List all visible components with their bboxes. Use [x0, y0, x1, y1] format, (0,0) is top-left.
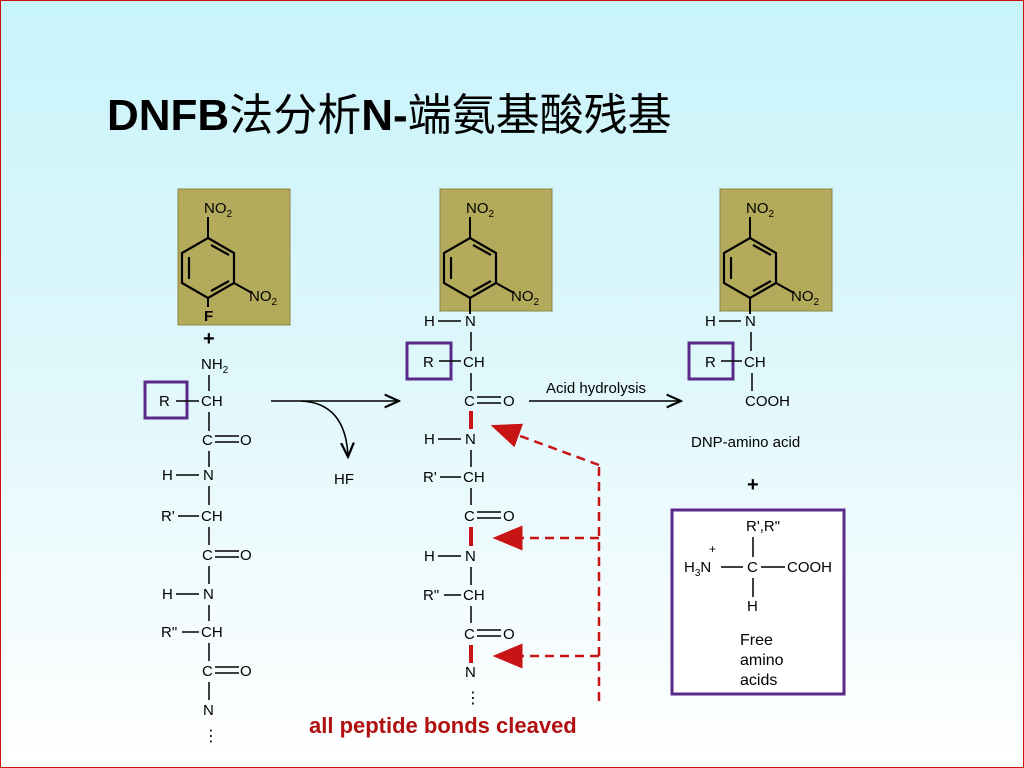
carbonyl-c: C — [464, 626, 475, 643]
dnp-amino-acid-label: DNP-amino acid — [691, 434, 800, 451]
carbonyl-o: O — [240, 432, 252, 449]
no2-top-label: NO2 — [204, 200, 233, 220]
dnp-amino-acid-structure: NO2 NO2 H N R CH COOH DNP-amino acid + — [687, 188, 833, 496]
dnp-peptide-structure: NO2 NO2 H N R CH C O H N R' CH C O — [405, 188, 553, 707]
dnp-ring-box — [439, 188, 553, 312]
r-groups-label: R',R" — [746, 518, 780, 535]
no2-top-label: NO2 — [466, 200, 495, 220]
r-label: R — [423, 354, 434, 371]
r-label: R — [159, 393, 170, 410]
amide-n: N — [465, 313, 476, 330]
amide-h: H — [705, 313, 716, 330]
r1-label: R' — [423, 469, 437, 486]
cooh-label: COOH — [745, 393, 790, 410]
carbonyl-o: O — [503, 626, 515, 643]
amide-h: H — [162, 586, 173, 603]
amide-h: H — [162, 467, 173, 484]
no2-side-label: NO2 — [791, 288, 820, 308]
cleavage-arrows: all peptide bonds cleaved — [309, 423, 601, 738]
r2-label: R" — [423, 587, 439, 604]
ch-label: CH — [201, 624, 223, 641]
carbonyl-c: C — [464, 393, 475, 410]
carbonyl-o: O — [240, 663, 252, 680]
amide-h: H — [424, 431, 435, 448]
ch-label: CH — [201, 393, 223, 410]
carbonyl-c: C — [202, 547, 213, 564]
nh2-label: NH2 — [201, 356, 229, 376]
red-arrow-icon — [490, 423, 600, 467]
fluorine-label: F — [204, 308, 213, 325]
r-label: R — [705, 354, 716, 371]
plus-sign: + — [747, 474, 759, 496]
carbonyl-o: O — [503, 393, 515, 410]
alpha-carbon: C — [747, 559, 758, 576]
acids-label: acids — [740, 672, 777, 689]
plus-sign: + — [203, 328, 215, 350]
chain-continues-dots: ⋮ — [203, 728, 219, 745]
acid-hydrolysis-label: Acid hydrolysis — [546, 380, 646, 397]
ch-label: CH — [463, 469, 485, 486]
carbonyl-c: C — [202, 432, 213, 449]
positive-charge: + — [709, 542, 716, 556]
carbonyl-o: O — [503, 508, 515, 525]
chain-continues-dots: ⋮ — [465, 690, 481, 707]
amide-n: N — [465, 548, 476, 565]
amide-n: N — [465, 664, 476, 681]
no2-top-label: NO2 — [746, 200, 775, 220]
amide-n: N — [745, 313, 756, 330]
no2-side-label: NO2 — [511, 288, 540, 308]
r-group-box — [143, 380, 189, 420]
ch-label: CH — [463, 587, 485, 604]
amide-h: H — [424, 313, 435, 330]
dnfb-structure: NO2 NO2 F — [177, 188, 291, 326]
reaction-arrow-1: HF — [271, 401, 399, 488]
ch-label: CH — [201, 508, 223, 525]
title-n: N- — [361, 91, 408, 140]
dnp-ring-box — [719, 188, 833, 312]
free-amino-acids-frame — [670, 508, 846, 696]
free-label: Free — [740, 632, 773, 649]
cleaved-note: all peptide bonds cleaved — [309, 713, 577, 738]
title-dnfb: DNFB — [107, 91, 230, 140]
curved-arrow-icon — [300, 400, 348, 457]
slide-title: DNFB法分析N-端氨基酸残基 — [107, 79, 672, 143]
amide-n: N — [203, 586, 214, 603]
carbonyl-c: C — [464, 508, 475, 525]
peptide-chain: + NH2 R CH C O H N R' CH C O H — [143, 328, 252, 745]
alpha-h: H — [747, 598, 758, 615]
amino-label: amino — [740, 652, 784, 669]
r2-label: R" — [161, 624, 177, 641]
title-method: 法分析 — [229, 90, 362, 141]
carbonyl-c: C — [202, 663, 213, 680]
no2-side-label: NO2 — [249, 288, 278, 308]
carbonyl-o: O — [240, 547, 252, 564]
amide-n: N — [465, 431, 476, 448]
amide-n: N — [203, 702, 214, 719]
ch-label: CH — [744, 354, 766, 371]
free-amino-acids-box: R',R" + H3N C COOH H Free amino acids — [670, 508, 846, 696]
amide-h: H — [424, 548, 435, 565]
reaction-arrow-2: Acid hydrolysis — [529, 380, 681, 401]
cooh-label: COOH — [787, 559, 832, 576]
hf-label: HF — [334, 471, 354, 488]
r1-label: R' — [161, 508, 175, 525]
ch-label: CH — [463, 354, 485, 371]
h3n-label: H3N — [684, 559, 711, 579]
title-residue: 端氨基酸残基 — [407, 90, 672, 141]
amide-n: N — [203, 467, 214, 484]
